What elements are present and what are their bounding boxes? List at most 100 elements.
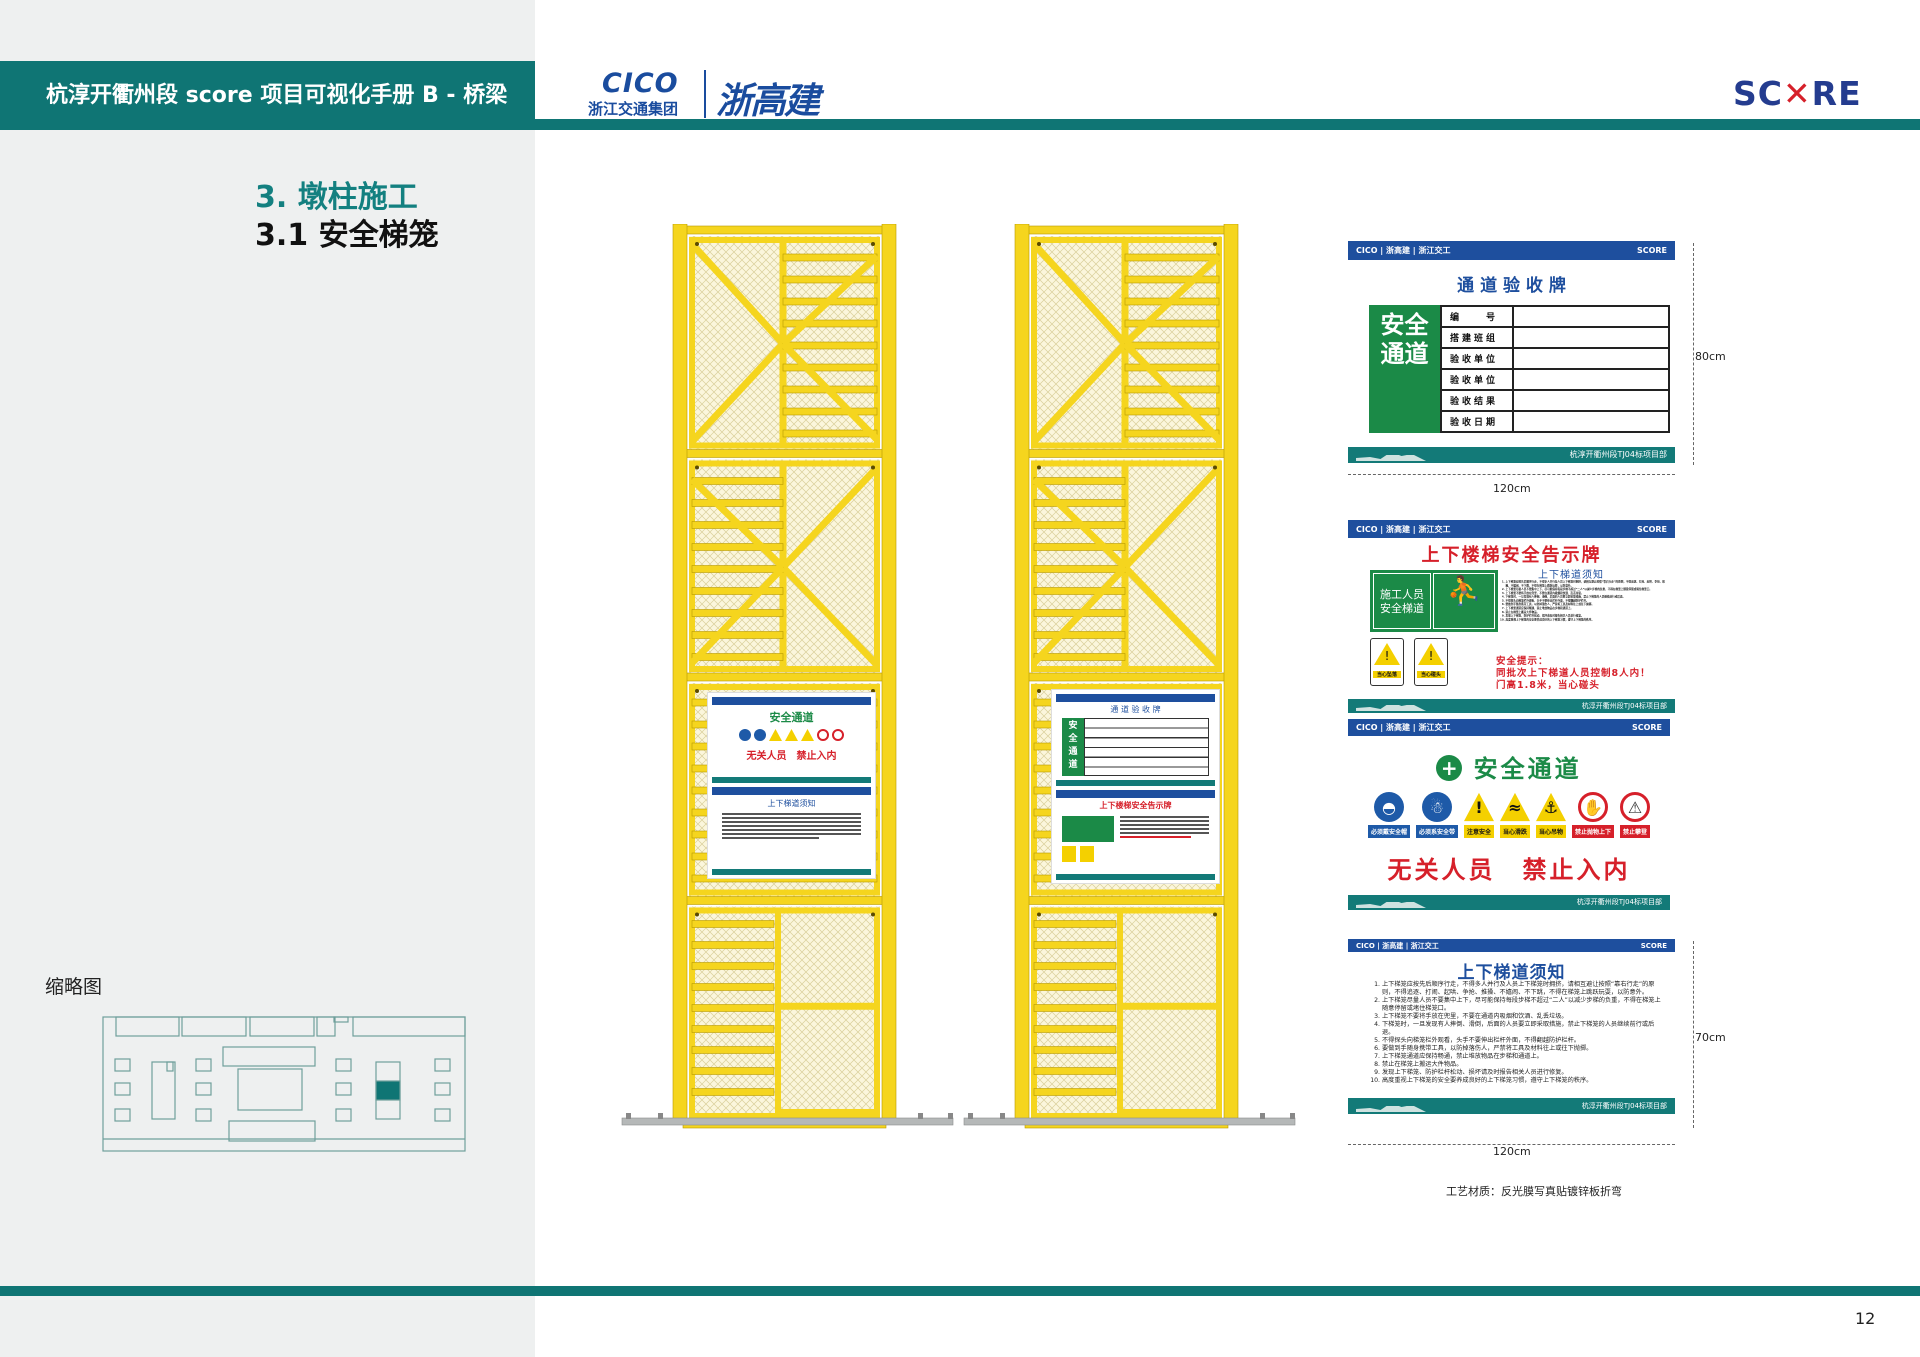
ladder-diagonal [780, 341, 880, 442]
icon-label: 当心滑跌 [1499, 825, 1530, 838]
score-logo: SC✕RE [1733, 74, 1862, 113]
section-title: 3. 墩柱施工 [255, 180, 418, 215]
acceptance-row: 编 号 [1440, 305, 1670, 328]
horizontal-beam [682, 672, 887, 682]
horizontal-beam [1024, 449, 1229, 458]
head-bump-warning-label: 当心碰头 [1417, 671, 1445, 678]
ladder-rung [691, 1067, 775, 1075]
icon-label: 当心吊物 [1536, 825, 1567, 838]
ladder-rung [782, 363, 878, 372]
mini-helmet-icon [739, 729, 751, 741]
sign-header-score: SCORE [1631, 723, 1662, 732]
ladder-rung [691, 1025, 775, 1033]
rule-item: 上下梯笼通道应保持畅通，禁止堆放物品在步梯和通道上。 [1382, 1053, 1664, 1061]
safety-tip-1: 同批次上下梯道人员控制8人内！ [1496, 668, 1651, 679]
stair-green-label: 施工人员 安全梯道 [1373, 573, 1431, 629]
sign-header-score: SCORE [1636, 246, 1667, 255]
acceptance-row-value [1512, 305, 1670, 328]
cross-brace [689, 241, 786, 347]
passage-sign-icon: ⚠禁止攀登 [1620, 792, 1651, 838]
ladder-rung [691, 1004, 775, 1012]
mini-bump-icon [1080, 846, 1094, 862]
mountain-graphic [1356, 702, 1426, 711]
rule-item: 禁止在梯笼上搬运大件物品。 [1506, 610, 1666, 614]
cross-brace [780, 465, 880, 570]
cico-logo-text: CICO [602, 68, 679, 99]
ladder-rung [691, 477, 784, 485]
mini-stair-title: 上下楼梯安全告示牌 [1099, 801, 1172, 810]
map-block [237, 1068, 303, 1111]
map-block [249, 1016, 315, 1037]
ladder-rung [1033, 587, 1126, 595]
acceptance-row-value [1512, 326, 1670, 349]
map-block [228, 1120, 316, 1142]
mini-notice-sign: 上下梯道须知 [712, 787, 871, 875]
ladder-rung [1033, 1067, 1117, 1075]
acceptance-row-label: 编 号 [1440, 305, 1514, 328]
zgj-logo-text: 浙高建 [716, 80, 820, 122]
right-post [1223, 224, 1239, 1123]
sign-header-score: SCORE [1640, 941, 1667, 950]
ladder-cage-side [963, 224, 1296, 1129]
dimension-height-label: 80cm [1695, 350, 1726, 363]
acceptance-row-label: 验收单位 [1440, 347, 1514, 370]
horizontal-beam [682, 896, 887, 905]
right-post [881, 224, 897, 1123]
ladder-rung [1033, 477, 1126, 485]
left-post [1014, 224, 1030, 1123]
climbing-stairs-icon: ⛹ [1433, 573, 1495, 629]
rule-item: 要做到手随身携带工具，以防掉落伤人，严禁将工具及材料往上或往下抛掷。 [1506, 603, 1666, 607]
rule-item: 禁止在梯笼上搬运大件物品。 [1382, 1061, 1664, 1069]
map-notch [166, 1061, 174, 1072]
thumbnail-label: 缩略图 [45, 976, 103, 998]
sign-footer: 杭淳开衢州段TJ04标项目部 [1348, 699, 1675, 713]
acceptance-row-label: 验收单位 [1440, 368, 1514, 391]
acceptance-row-label: 验收日期 [1440, 410, 1514, 433]
cross-brace [1031, 241, 1128, 347]
acceptance-row: 验收结果 [1440, 389, 1670, 412]
acceptance-row: 验收日期 [1440, 410, 1670, 433]
mini-green-stair-icon [1062, 816, 1114, 842]
mini-stair-sign: 上下楼梯安全告示牌 [1056, 790, 1215, 880]
dimension-width-label: 120cm [1493, 1145, 1531, 1158]
cico-logo-subtext: 浙江交通集团 [588, 100, 679, 118]
horizontal-beam [1024, 672, 1229, 682]
mini-passage-warning: 无关人员 禁止入内 [746, 751, 837, 762]
ladder-rung [1033, 941, 1117, 949]
stair-sign-title: 上下楼梯安全告示牌 [1421, 545, 1602, 566]
ladder-rung [691, 543, 784, 551]
no-climbing-icon: ⚠ [1620, 792, 1651, 822]
dimension-height-label: 70cm [1695, 1031, 1726, 1044]
map-block [352, 1016, 466, 1037]
hanging-load-icon: ⚓ [1536, 792, 1566, 822]
ladder-rung [1033, 920, 1117, 928]
mountain-graphic [1356, 1103, 1426, 1112]
ladder-rung [1033, 1046, 1117, 1054]
stair-notice-title: 上下梯道须知 [1538, 570, 1604, 581]
rule-item: 上下梯笼不要将手放在兜里，不要在通道内吸烟和饮酒、乱丢垃圾。 [1506, 591, 1666, 595]
mini-sign-header [712, 787, 871, 795]
ladder-rung [782, 275, 878, 284]
mini-icon-row [712, 729, 871, 741]
mini-sign-header [1056, 694, 1215, 702]
sign-header-logos: CICO | 浙高建 | 浙江交工 [1356, 723, 1451, 732]
sign-header-score: SCORE [1636, 524, 1667, 534]
map-pier [434, 1058, 451, 1072]
stair-green-sign: 施工人员 安全梯道 ⛹ [1370, 570, 1498, 632]
rule-item: 上下梯笼不要将手放在兜里，不要在通道内吸烟和饮酒、乱丢垃圾。 [1382, 1013, 1664, 1021]
map-pier [195, 1058, 212, 1072]
ladder-diagonal [1122, 341, 1222, 442]
ladder-rung [1124, 253, 1220, 262]
rule-item: 高度重视上下梯笼的安全要养成良好的上下梯笼习惯，遵守上下梯笼的秩序。 [1382, 1077, 1664, 1085]
acceptance-row-value [1512, 410, 1670, 433]
ladder-rung [782, 429, 878, 438]
acceptance-table: 编 号搭建班组验收单位验收单位验收结果验收日期 [1440, 305, 1670, 433]
mini-green-block: 安全通道 [1062, 718, 1084, 776]
sign-footer-text: 杭淳开衢州段TJ04标项目部 [1581, 702, 1667, 710]
document-title: 杭淳开衢州段 score 项目可视化手册 B - 桥梁 [0, 61, 535, 130]
bolt [695, 465, 699, 470]
mini-stair-lines [1120, 814, 1209, 840]
base-bolt [1290, 1113, 1295, 1119]
